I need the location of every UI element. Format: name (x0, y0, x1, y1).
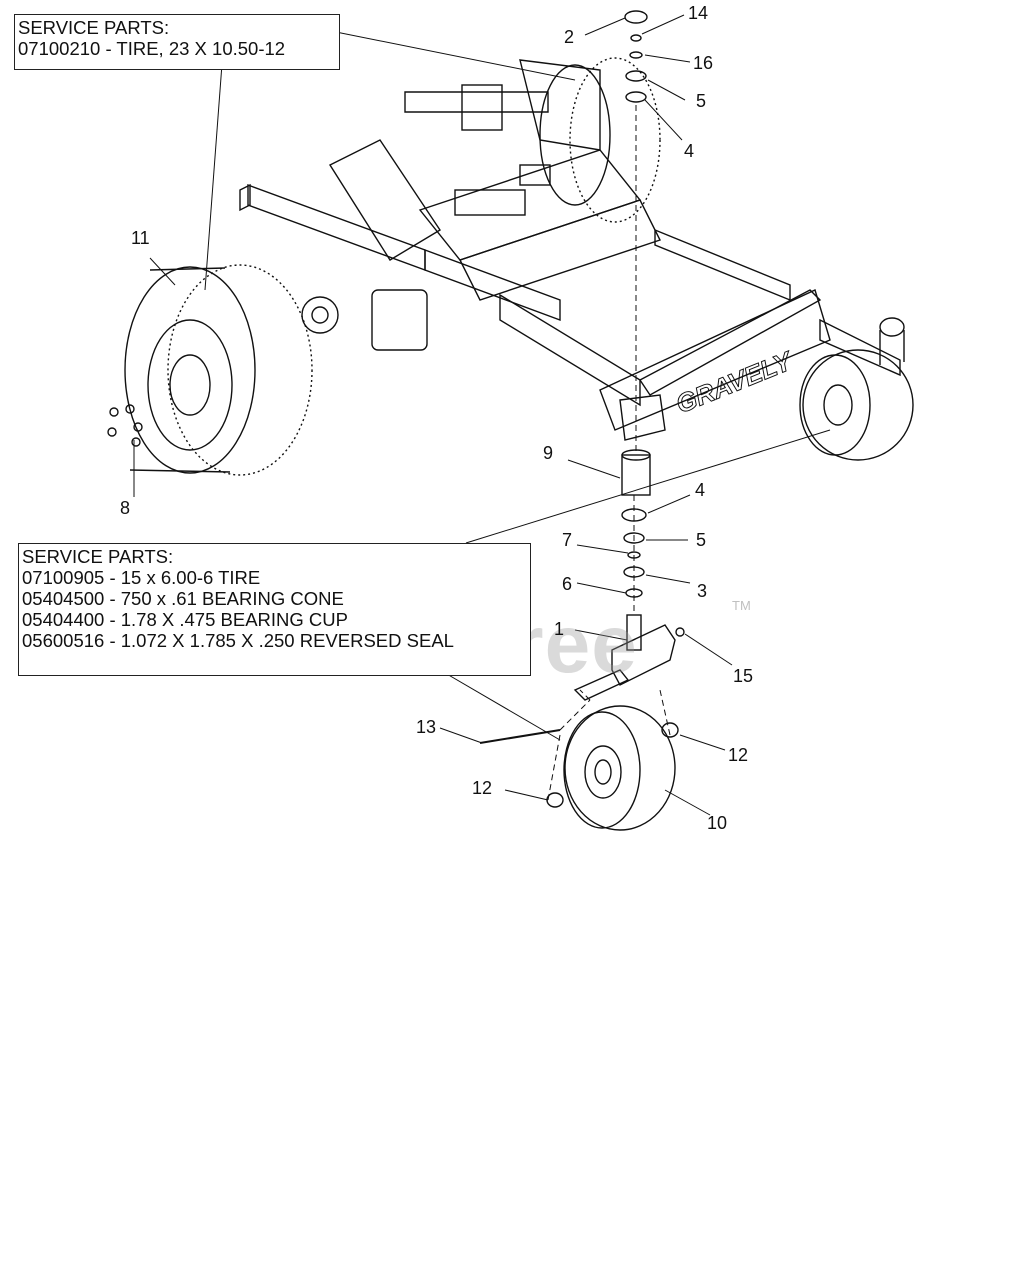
callout-3: 3 (697, 581, 708, 601)
assembly-lines (547, 105, 671, 801)
callout-7: 7 (562, 530, 573, 550)
callout-1: 1 (554, 619, 565, 639)
service-part-line: 07100210 - TIRE, 23 X 10.50-12 (18, 38, 286, 59)
service-parts-rear-box: SERVICE PARTS: 07100210 - TIRE, 23 X 10.… (14, 14, 340, 70)
gravely-logo: GRAVELY (672, 345, 799, 419)
callout-12-left: 12 (472, 778, 493, 798)
upper-bearing-stack-drawing (624, 10, 648, 103)
rear-right-tire-drawing (539, 57, 661, 223)
callout-11: 11 (131, 228, 150, 248)
service-parts-front-box: SERVICE PARTS: 07100905 - 15 x 6.00-6 TI… (18, 543, 531, 676)
mower-frame (239, 59, 905, 441)
service-parts-title: SERVICE PARTS: (22, 546, 174, 567)
caster-wheel-drawing (546, 705, 679, 831)
callout-10: 10 (707, 813, 728, 833)
spindle-tube-drawing (621, 449, 651, 496)
caster-yoke-drawing (573, 614, 676, 701)
callout-13: 13 (416, 717, 437, 737)
service-part-line: 05600516 - 1.072 X 1.785 X .250 REVERSED… (22, 630, 454, 651)
service-parts-title: SERVICE PARTS: (18, 17, 170, 38)
rear-tire-drawing (124, 264, 313, 476)
trademark-mark: TM (732, 598, 751, 613)
callout-5-upper: 5 (696, 91, 707, 111)
callout-15: 15 (733, 666, 754, 686)
callout-6: 6 (562, 574, 573, 594)
leader-lines (133, 14, 831, 816)
callout-9: 9 (543, 443, 554, 463)
service-part-line: 07100905 - 15 x 6.00-6 TIRE (22, 567, 261, 588)
service-part-line: 05404400 - 1.78 X .475 BEARING CUP (22, 609, 348, 630)
lug-nuts-drawing (107, 404, 143, 447)
callout-12-right: 12 (728, 745, 749, 765)
callout-14: 14 (688, 3, 709, 23)
service-part-line: 05404500 - 750 x .61 BEARING CONE (22, 588, 344, 609)
callout-5-lower: 5 (696, 530, 707, 550)
callout-16: 16 (693, 53, 714, 73)
front-right-caster-tire-drawing (799, 349, 914, 461)
callout-4-upper: 4 (684, 141, 695, 161)
callout-4-lower: 4 (695, 480, 706, 500)
callout-8: 8 (120, 498, 131, 518)
callout-2: 2 (564, 27, 575, 47)
